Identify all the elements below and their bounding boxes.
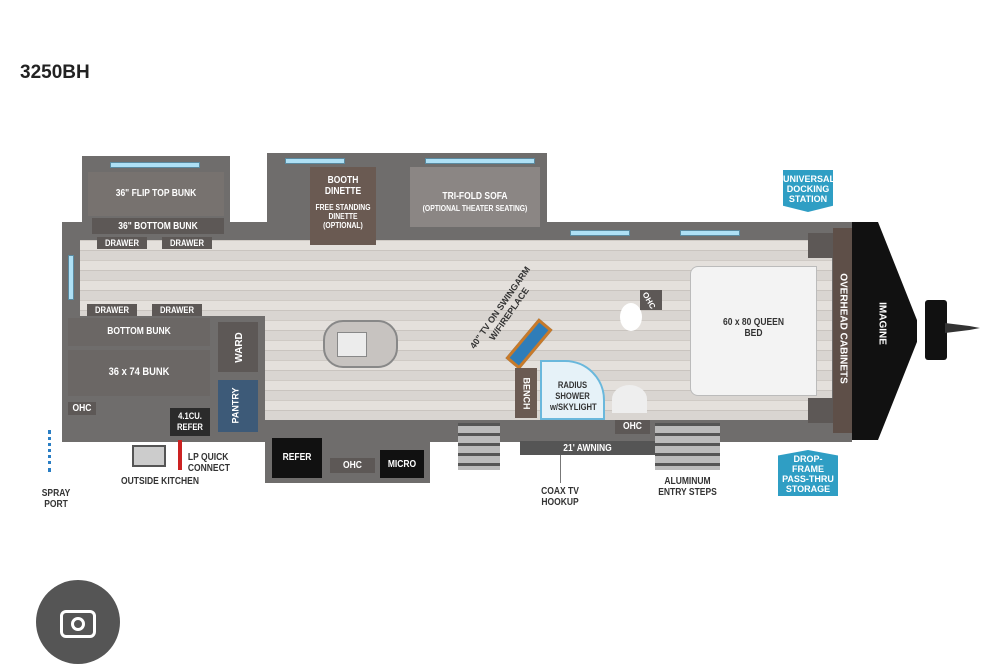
overhead-cabinets: OVERHEAD CABINETS bbox=[833, 228, 853, 433]
drop-frame-badge: DROP-FRAME PASS-THRU STORAGE bbox=[778, 450, 838, 496]
drawer-label: DRAWER bbox=[170, 238, 204, 248]
brand-label: IMAGINE bbox=[876, 302, 888, 345]
ohc-label: OHC bbox=[343, 460, 362, 471]
brand-logo: IMAGINE bbox=[877, 294, 888, 354]
spray-port-label: SPRAY PORT bbox=[41, 488, 71, 510]
window bbox=[68, 255, 74, 300]
universal-docking-badge: UNIVERSAL DOCKING STATION bbox=[783, 170, 833, 212]
window bbox=[570, 230, 630, 236]
ohc: OHC bbox=[640, 290, 662, 310]
ward-label: WARD bbox=[233, 332, 245, 363]
tri-fold-sofa-label: TRI-FOLD SOFA bbox=[442, 191, 508, 202]
overhead-cabinets-label: OVERHEAD CABINETS bbox=[837, 273, 849, 384]
ohc: OHC bbox=[615, 420, 650, 434]
docking-label: UNIVERSAL DOCKING STATION bbox=[783, 174, 836, 204]
drop-frame-label: DROP-FRAME PASS-THRU STORAGE bbox=[782, 454, 834, 494]
spray-hose-icon bbox=[48, 430, 58, 472]
ohc: OHC bbox=[330, 458, 375, 473]
tri-fold-sofa: TRI-FOLD SOFA (OPTIONAL THEATER SEATING) bbox=[410, 167, 540, 227]
ohc-label: OHC bbox=[640, 290, 658, 311]
queen-bed: 60 x 80 QUEEN BED bbox=[690, 266, 817, 396]
bottom-bunk-36-label: 36" BOTTOM BUNK bbox=[118, 221, 198, 232]
pantry-label: PANTRY bbox=[230, 387, 241, 424]
lp-quick-connect-label: LP QUICK CONNECT bbox=[187, 452, 230, 474]
coax-label: COAX TV HOOKUP bbox=[541, 486, 579, 508]
camera-search-icon[interactable] bbox=[36, 580, 120, 664]
drawer: DRAWER bbox=[152, 304, 202, 316]
micro-label: MICRO bbox=[387, 459, 417, 470]
sink-icon bbox=[337, 332, 367, 357]
model-title: 3250BH bbox=[20, 62, 90, 83]
shower-label: RADIUS SHOWER w/SKYLIGHT bbox=[549, 380, 597, 412]
toilet-icon bbox=[620, 303, 642, 331]
refer-41-label: 4.1CU. REFER bbox=[177, 411, 203, 432]
bunk-36x74: 36 x 74 BUNK bbox=[68, 350, 210, 396]
bottom-bunk-label: BOTTOM BUNK bbox=[107, 326, 171, 337]
refer-label: REFER bbox=[282, 452, 312, 463]
entry-steps bbox=[458, 423, 500, 470]
camera-lens-icon bbox=[71, 617, 85, 631]
ohc-label: OHC bbox=[623, 421, 642, 432]
window bbox=[425, 158, 535, 164]
drawer-label: DRAWER bbox=[105, 238, 139, 248]
flip-top-bunk: 36" FLIP TOP BUNK bbox=[88, 172, 224, 216]
ohc: OHC bbox=[68, 402, 96, 415]
booth-dinette-label: BOOTH DINETTE bbox=[324, 175, 362, 197]
outside-kitchen-icon bbox=[132, 445, 166, 467]
microwave: MICRO bbox=[380, 450, 424, 478]
window bbox=[680, 230, 740, 236]
bunk-36x74-label: 36 x 74 BUNK bbox=[108, 366, 170, 378]
drawer: DRAWER bbox=[97, 237, 147, 249]
bench-label: BENCH bbox=[521, 377, 532, 410]
theater-label: (OPTIONAL THEATER SEATING) bbox=[422, 204, 528, 213]
drawer-label: DRAWER bbox=[95, 305, 129, 315]
lp-connector bbox=[178, 440, 182, 470]
bench: BENCH bbox=[515, 368, 537, 418]
bottom-bunk: BOTTOM BUNK bbox=[68, 318, 210, 346]
awning-label: 21' AWNING bbox=[563, 443, 612, 454]
drawer: DRAWER bbox=[162, 237, 212, 249]
drawer: DRAWER bbox=[87, 304, 137, 316]
hitch-coupler bbox=[945, 323, 980, 333]
flip-top-bunk-label: 36" FLIP TOP BUNK bbox=[115, 188, 197, 199]
entry-steps bbox=[655, 423, 720, 470]
free-standing-label: FREE STANDING DINETTE (OPTIONAL) bbox=[315, 203, 371, 230]
outside-kitchen-label: OUTSIDE KITCHEN bbox=[121, 476, 199, 487]
kitchen-island bbox=[323, 320, 398, 368]
camera-icon bbox=[60, 610, 96, 638]
coax-line bbox=[560, 455, 561, 483]
refrigerator: REFER bbox=[272, 438, 322, 478]
pantry: PANTRY bbox=[218, 380, 258, 432]
booth-dinette: BOOTH DINETTE FREE STANDING DINETTE (OPT… bbox=[310, 167, 376, 245]
queen-bed-label: 60 x 80 QUEEN BED bbox=[723, 317, 784, 339]
nightstand bbox=[808, 398, 833, 423]
ohc-label: OHC bbox=[72, 403, 92, 414]
hitch bbox=[925, 300, 947, 360]
bottom-bunk-36: 36" BOTTOM BUNK bbox=[92, 218, 224, 234]
window bbox=[285, 158, 345, 164]
drawer-label: DRAWER bbox=[160, 305, 194, 315]
nightstand bbox=[808, 233, 833, 258]
refer-41: 4.1CU. REFER bbox=[170, 408, 210, 436]
awning: 21' AWNING bbox=[520, 441, 655, 455]
window bbox=[110, 162, 200, 168]
wardrobe: WARD bbox=[218, 322, 258, 372]
steps-label: ALUMINUM ENTRY STEPS bbox=[658, 476, 717, 498]
sink-icon bbox=[612, 385, 647, 413]
